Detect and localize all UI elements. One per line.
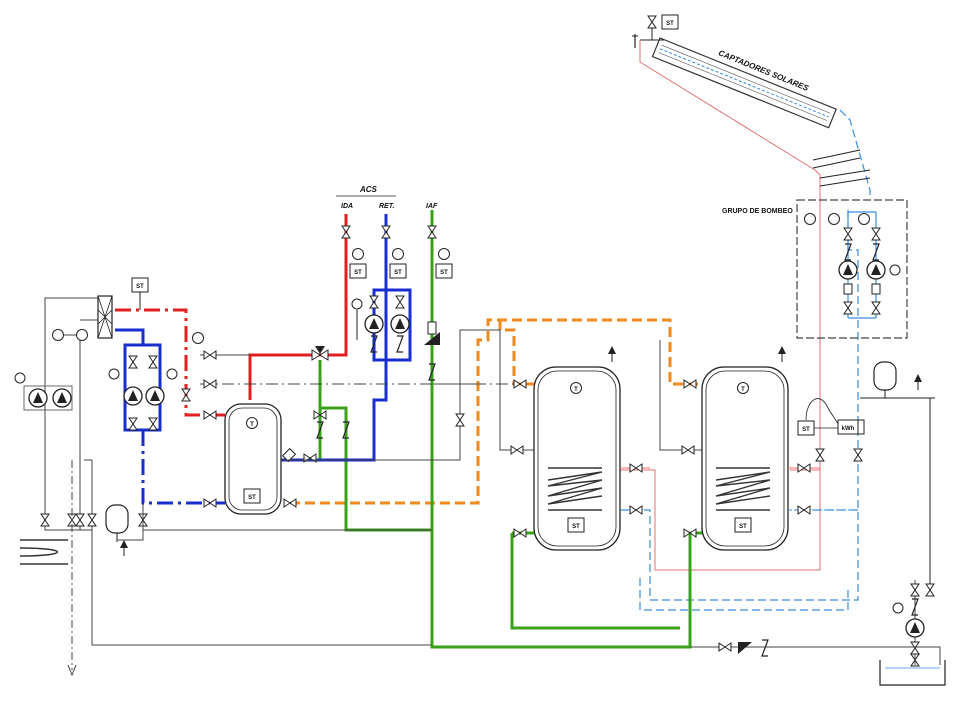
collector-thermostat: ST [661,14,679,30]
energy-meter: kWh [837,419,865,435]
svg-text:ST: ST [572,524,580,530]
iaf-backflow [424,321,440,381]
plate-heat-exchanger [97,295,113,339]
collector-air-vent [647,15,657,40]
svg-text:T: T [574,387,578,393]
solar-controller: ST [797,398,839,436]
ida-label: IDA [341,203,353,210]
buffer-tank: T ST [224,403,282,515]
svg-text:ST: ST [440,270,448,276]
pump-group-label: GRUPO DE BOMBEO [722,208,793,215]
boiler-coil-icon [19,539,68,565]
svg-text:ST: ST [248,495,256,501]
svg-text:T: T [250,422,254,428]
svg-text:ST: ST [739,524,747,530]
acs-label: ACS [359,185,378,194]
solar-collector-panel: CAPTADORES SOLARES [651,37,837,129]
svg-text:ST: ST [666,21,674,27]
svg-text:ST: ST [354,270,362,276]
boiler-pumps [108,355,178,431]
drain-tank [879,653,946,686]
pump-group-box: GRUPO DE BOMBEO [722,199,908,339]
primary-pumps [14,372,73,411]
storage-tank-1: T ST [533,366,621,551]
expansion-vessel-solar [860,361,935,399]
tank-1-safety-valve [607,345,617,363]
recirculation-pumps [351,295,410,353]
svg-text:kWh: kWh [842,426,855,432]
svg-text:T: T [741,387,745,393]
expansion-vessel-heating [105,504,129,557]
drain-pump [892,580,935,665]
thermostatic-mixing-valve [311,346,329,361]
iaf-label: IAF [426,203,438,210]
svg-text:ST: ST [394,270,402,276]
storage-tank-2: T ST [701,366,789,551]
tank-2-safety-valve [777,345,787,363]
svg-text:ST: ST [136,284,144,290]
ret-label: RET. [379,203,394,210]
svg-text:ST: ST [802,427,810,433]
acs-header: ACS IDA RET. IAF [336,185,438,210]
collector-drain-icon [632,34,638,48]
pressure-reducer [738,639,769,657]
pump-group-internals [804,211,901,319]
